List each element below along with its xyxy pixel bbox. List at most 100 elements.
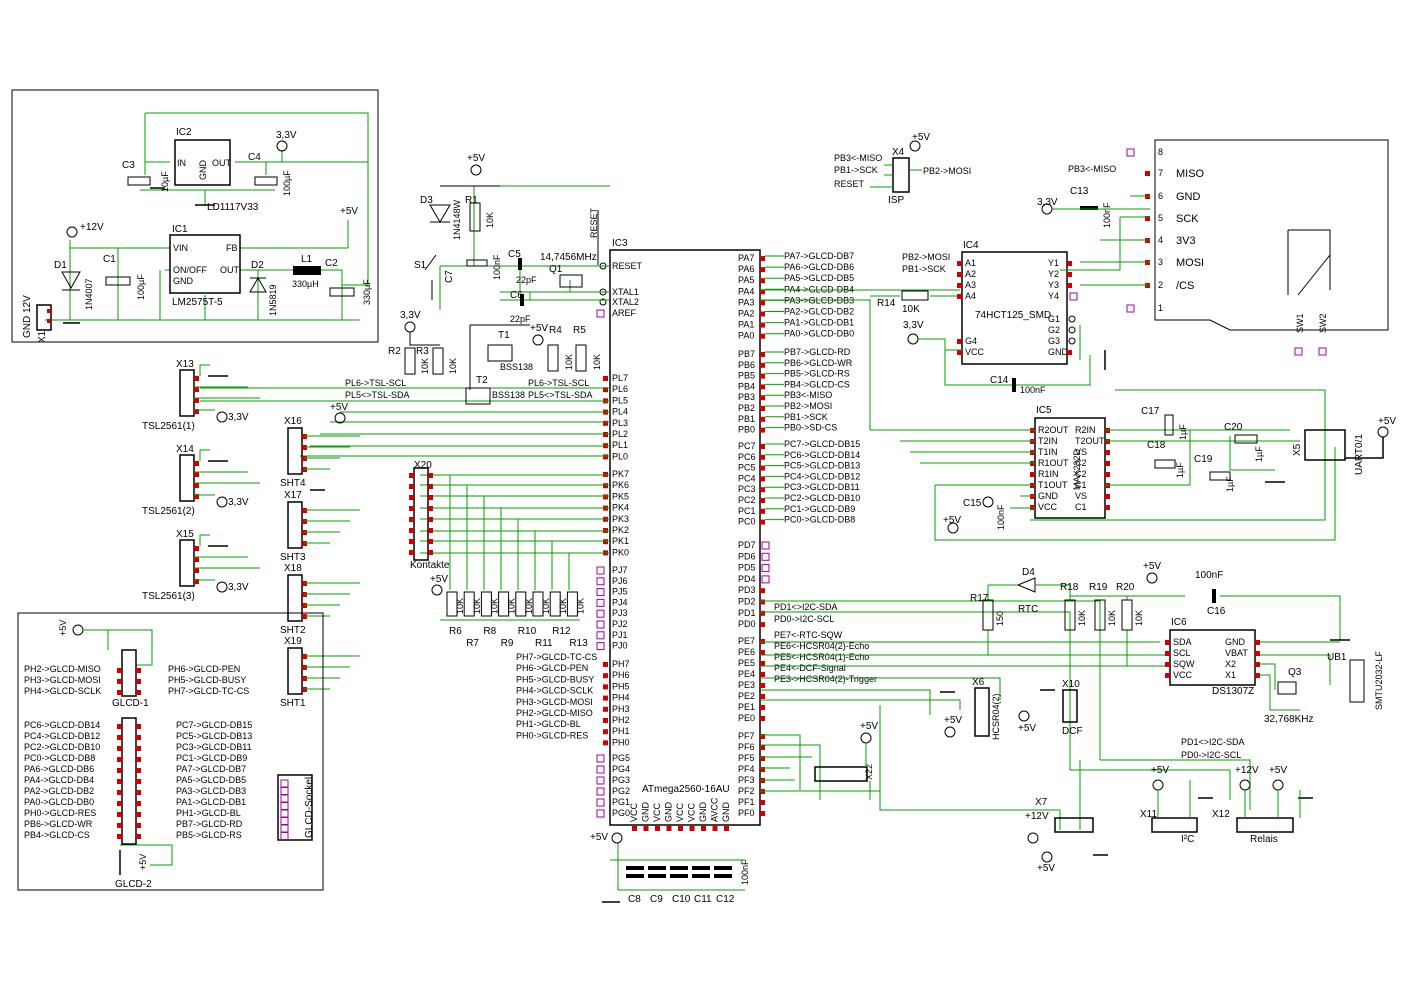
net-pb-1: PB6->GLCD-WR bbox=[784, 358, 853, 368]
decoupling-cap-2 bbox=[648, 866, 666, 870]
net-pc-1: PC6->GLCD-DB14 bbox=[784, 450, 860, 460]
r4-symbol bbox=[547, 344, 559, 372]
sensor-label-2: TSL2561(2) bbox=[142, 506, 195, 517]
ic6-pin-gnd: GND bbox=[1225, 637, 1246, 647]
c17-value: 1µF bbox=[1178, 424, 1188, 440]
mcu-pin-bottom-1: GND bbox=[641, 802, 651, 823]
c13-label: C13 bbox=[1070, 186, 1089, 197]
sht-label-4: SHT1 bbox=[280, 698, 306, 709]
x20-connector bbox=[413, 467, 429, 561]
supply-5v-label-x10: +5V bbox=[1018, 723, 1036, 734]
mcu-pin-pf3: PF3 bbox=[738, 775, 755, 785]
glcd1-left-0: PH2->GLCD-MISO bbox=[24, 664, 101, 674]
c1-label: C1 bbox=[103, 254, 116, 265]
mcu-pin-pl2: PL2 bbox=[612, 429, 628, 439]
c6-label: C6 bbox=[510, 290, 523, 301]
net-pb-4: PB3<-MISO bbox=[784, 390, 832, 400]
r4-label: R4 bbox=[549, 325, 562, 336]
ic1-vin-pin: VIN bbox=[173, 243, 188, 253]
net-ph-4: PH3->GLCD-MOSI bbox=[516, 697, 593, 707]
mcu-pin-pk5: PK5 bbox=[612, 491, 629, 501]
mcu-pin-pd6: PD6 bbox=[738, 551, 756, 561]
mcu-pin-pj1: PJ1 bbox=[612, 630, 628, 640]
ic6-pin-sda: SDA bbox=[1173, 637, 1192, 647]
glcd2-left-2: PC2->GLCD-DB10 bbox=[24, 742, 100, 752]
net-pd-0: PD1<>I2C-SDA bbox=[774, 602, 838, 612]
net-pa-3: PA4->GLCD-DB4 bbox=[784, 284, 854, 294]
ic4-pin-a2: A2 bbox=[965, 269, 976, 279]
ic6-label: IC6 bbox=[1171, 617, 1187, 628]
i2c-scl-net: PD0->I2C-SCL bbox=[1181, 750, 1241, 760]
x11-label: X11 bbox=[1140, 809, 1157, 820]
c7-value: 100nF bbox=[492, 254, 502, 280]
sensor-3v3-label-1: 3,3V bbox=[228, 412, 249, 423]
mcu-pin-pj3: PJ3 bbox=[612, 608, 628, 618]
glcd1-right-2: PH7->GLCD-TC-CS bbox=[168, 686, 249, 696]
glcd1-right-0: PH6->GLCD-PEN bbox=[168, 664, 240, 674]
glcd1-label: GLCD-1 bbox=[112, 698, 149, 709]
supply-5v-label-ls: +5V bbox=[530, 323, 548, 334]
contact-resistor-5 bbox=[515, 591, 527, 617]
glcd2-label: GLCD-2 bbox=[115, 879, 152, 890]
d2-symbol bbox=[249, 276, 267, 293]
net-pa-0: PA7->GLCD-DB7 bbox=[784, 251, 854, 261]
mcu-pin-pb1: PB1 bbox=[738, 414, 755, 424]
x1-connector bbox=[36, 304, 52, 331]
r17-symbol bbox=[982, 599, 994, 631]
r3-symbol bbox=[432, 347, 444, 375]
supply-5v-symbol-r1 bbox=[470, 164, 482, 176]
mcu-pin-pg1: PG1 bbox=[612, 797, 630, 807]
glcd-socket-label: GLCD-Sockel bbox=[304, 777, 315, 838]
net-ph-1: PH6->GLCD-PEN bbox=[516, 663, 588, 673]
sd-pin-name-3: 3V3 bbox=[1176, 235, 1196, 247]
mcu-pin-pd3: PD3 bbox=[738, 585, 756, 595]
ic5-left-pin-6: GND bbox=[1038, 491, 1059, 501]
t2-part: BSS138 bbox=[492, 390, 525, 400]
glcd2-right-0: PC7->GLCD-DB15 bbox=[176, 720, 252, 730]
mcu-pin-pk2: PK2 bbox=[612, 525, 629, 535]
l1-symbol bbox=[293, 266, 321, 275]
mcu-left-net-labels: PH7->GLCD-TC-CSPH6->GLCD-PENPH5->GLCD-BU… bbox=[516, 652, 597, 740]
q3-symbol bbox=[1277, 681, 1297, 695]
mcu-pin-pk7: PK7 bbox=[612, 469, 629, 479]
clock-reset-section: +5V R1 10K D3 1N4148W C7 100nF S1 Q1 14,… bbox=[414, 153, 597, 324]
net-pc-4: PC3->GLCD-DB11 bbox=[784, 482, 860, 492]
c14-value: 100nF bbox=[1020, 385, 1046, 395]
c7-label: C7 bbox=[444, 270, 455, 283]
mcu-pin-bottom-4: VCC bbox=[675, 802, 685, 822]
x20-description: Kontakte bbox=[410, 560, 450, 571]
sht-connector-4 bbox=[287, 647, 303, 695]
mcu-pin-pe7: PE7 bbox=[738, 636, 755, 646]
r3-value: 10K bbox=[448, 358, 458, 374]
mcu-pin-pc5: PC5 bbox=[738, 463, 756, 473]
mcu-pin-pd4: PD4 bbox=[738, 574, 756, 584]
net-pe-3: PE4<-DCF-Signal bbox=[774, 663, 846, 673]
mcu-pin-pc1: PC1 bbox=[738, 506, 756, 516]
ic6-pin-vbat: VBAT bbox=[1225, 648, 1248, 658]
r5-label: R5 bbox=[573, 325, 586, 336]
contact-resistor-4 bbox=[498, 591, 510, 617]
mcu-pin-pa0: PA0 bbox=[738, 331, 754, 341]
glcd2-right-8: PH1->GLCD-BL bbox=[176, 808, 241, 818]
net-pa-1: PA6->GLCD-DB6 bbox=[784, 262, 854, 272]
net-pb-5: PB2->MOSI bbox=[784, 401, 832, 411]
ic5-left-pin-5: T1OUT bbox=[1038, 480, 1068, 490]
ic4-part: 74HCT125_SMD bbox=[975, 310, 1051, 321]
ls-net-scl-left: PL6->TSL-SCL bbox=[345, 378, 406, 388]
l1-label: L1 bbox=[301, 254, 313, 265]
contacts-5v-label: +5V bbox=[430, 574, 448, 585]
sd-pin-number-2: 2 bbox=[1158, 280, 1163, 290]
c3-symbol bbox=[127, 176, 151, 186]
mcu-pin-ph5: PH5 bbox=[612, 681, 630, 691]
decoupling-cap-label-3: C10 bbox=[672, 894, 691, 905]
mcu-pin-pb3: PB3 bbox=[738, 392, 755, 402]
contact-resistor-7 bbox=[549, 591, 561, 617]
tsl2561-sensors: X13TSL2561(1)3,3VX14TSL2561(2)3,3VX15TSL… bbox=[142, 359, 260, 602]
ic4-in-sck: PB1->SCK bbox=[902, 264, 946, 274]
contact-resistor-value-7: 10K bbox=[558, 598, 568, 614]
ic5-left-pin-0: R2OUT bbox=[1038, 425, 1069, 435]
net-pe-0: PE7<-RTC-SQW bbox=[774, 630, 843, 640]
contact-resistor-value-5: 10K bbox=[524, 598, 534, 614]
ic4-pin-g3: G3 bbox=[1048, 336, 1060, 346]
